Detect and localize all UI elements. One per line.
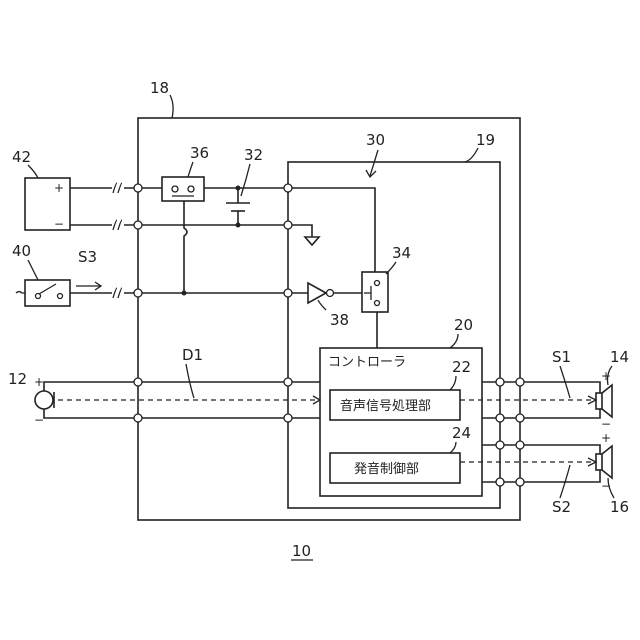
signal-d1-label: D1 [182,346,203,364]
node-19-ground [284,221,292,229]
wire-mic-minus [44,409,320,418]
microphone-label: 12 [8,370,27,388]
node-18r-s1-minus [516,414,524,422]
switch-box [25,280,70,306]
node-19-mic-plus [284,378,292,386]
wire-top-right [204,188,375,272]
speaker2-plus: + [601,431,611,445]
node-19-top [284,184,292,192]
node-19r-s2-minus [496,478,504,486]
system-label: 10 [292,542,311,560]
housing-leader [170,95,173,118]
switch-34-top [375,281,380,286]
junction-s3 [182,291,187,296]
ground-symbol [305,237,319,245]
fuse-down [184,201,187,294]
controller-label: 20 [454,316,473,334]
switch-34-bottom [375,301,380,306]
inverter-triangle [308,283,326,303]
switch-leader [28,260,38,280]
mic-plus: + [34,375,44,389]
fuse-leader [188,162,193,177]
speaker1-minus: − [601,417,611,431]
audio-proc-label: 22 [452,358,471,376]
battery-minus: − [54,217,64,231]
wire-break-s3 [113,288,122,298]
speaker1-plus: + [601,369,611,383]
signal-s1-label: S1 [552,348,571,366]
battery-label: 42 [12,148,31,166]
wire-break-top [113,183,122,193]
controller-title: コントローラ [328,355,406,370]
node-18-top [134,184,142,192]
node-19r-s1-minus [496,414,504,422]
fuse-box [162,177,204,201]
fuse-terminal-left [172,186,178,192]
fuse-label: 36 [190,144,209,162]
speaker2-label: 16 [610,498,629,516]
switch-label: 40 [12,242,31,260]
capacitor-label: 32 [244,146,263,164]
inverter-bubble [327,290,334,297]
wire-break-ground [113,220,122,230]
node-18r-s2-minus [516,478,524,486]
node-18-s3 [134,289,142,297]
speaker1-label: 14 [610,348,629,366]
wire-mic-plus [44,382,320,391]
inverter-leader [318,300,326,310]
housing-label: 18 [150,79,169,97]
signal-s3-label: S3 [78,248,97,266]
node-18r-s1-plus [516,378,524,386]
audio-proc-title: 音声信号処理部 [340,398,431,414]
inner-box-label: 19 [476,131,495,149]
microphone-body [35,391,53,409]
node-18-mic-minus [134,414,142,422]
node-18-mic-plus [134,378,142,386]
circuit-label: 30 [366,131,385,149]
node-18-ground [134,221,142,229]
sound-ctrl-title: 発音制御部 [354,461,419,477]
controller-leader [450,334,458,348]
switch-lever [39,284,56,294]
node-18r-s2-plus [516,441,524,449]
mic-minus: − [34,413,44,427]
inverter-label: 38 [330,311,349,329]
switch-34-box [362,272,388,312]
node-19r-s1-plus [496,378,504,386]
signal-s3-arrow [76,282,101,290]
signal-s2-label: S2 [552,498,571,516]
battery-plus: + [54,181,64,195]
switch-contact-b [58,294,63,299]
switch-34-leader [386,262,396,274]
speaker2-minus: − [601,479,611,493]
node-19r-s2-plus [496,441,504,449]
node-19-mic-minus [284,414,292,422]
switch-34-label: 34 [392,244,411,262]
signal-d1-leader [186,364,194,398]
battery-leader [28,165,38,178]
speaker1-cone [602,385,612,417]
inner-box-leader [465,148,478,162]
capacitor-leader [241,164,250,196]
fuse-terminal-right [188,186,194,192]
sound-ctrl-label: 24 [452,424,471,442]
speaker1-body [596,393,602,409]
speaker2-cone [602,446,612,478]
node-19-s3 [284,289,292,297]
switch-lead-left [16,292,25,294]
